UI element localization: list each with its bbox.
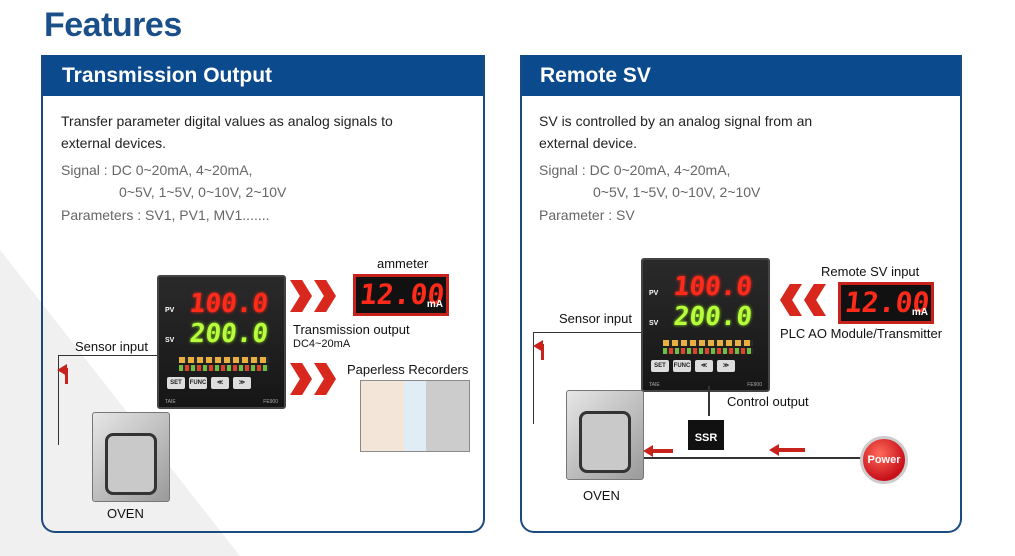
chevron-right-icon	[314, 363, 336, 395]
chevron-right-icon	[290, 363, 312, 395]
control-output-label: Control output	[727, 394, 809, 409]
ammeter-label: ammeter	[377, 256, 429, 271]
remote-sv-panel: Remote SV	[520, 55, 962, 533]
ammeter-display: 12.00 mA	[353, 274, 449, 316]
oven-label: OVEN	[583, 488, 620, 503]
sv-tag: SV	[165, 337, 175, 344]
chevron-left-icon	[804, 284, 826, 316]
remote-sv-label: Remote SV input	[821, 264, 920, 279]
indicator-leds	[179, 357, 269, 363]
remote-sv-display: 12.00 mA	[838, 282, 934, 324]
oven-window	[105, 433, 157, 495]
sensor-wire	[58, 355, 157, 356]
indicator-leds	[663, 348, 753, 354]
description-line: external device.	[539, 135, 638, 151]
description: SV is controlled by an analog signal fro…	[539, 110, 812, 154]
temperature-controller: PV SV 100.0 200.0 SET FUNC ≪ ≫ TAIE FE90…	[157, 275, 286, 409]
brand-label: TAIE	[165, 399, 176, 405]
arrow-left-icon	[643, 445, 673, 457]
parameters-text: Parameters : SV1, PV1, MV1.......	[61, 207, 270, 223]
description: Transfer parameter digital values as ana…	[61, 110, 393, 154]
sv-display: 200.0	[188, 319, 270, 349]
parameter-text: Parameter : SV	[539, 207, 635, 223]
description-line: Transfer parameter digital values as ana…	[61, 113, 393, 129]
pv-display: 100.0	[188, 289, 270, 319]
control-wire	[708, 386, 710, 416]
model-label: FE900	[263, 399, 278, 405]
ammeter-unit: mA	[426, 299, 443, 310]
chevron-left-icon	[780, 284, 802, 316]
controller-key: ≫	[233, 377, 251, 389]
chevron-right-icon	[314, 280, 336, 312]
sensor-label: Sensor input	[559, 311, 632, 326]
pv-tag: PV	[165, 307, 175, 314]
sensor-wire	[58, 355, 59, 445]
controller-keys: SET FUNC ≪ ≫	[651, 360, 735, 372]
arrow-left-icon	[769, 444, 805, 456]
oven-label: OVEN	[107, 506, 144, 521]
pv-display: 100.0	[672, 272, 754, 302]
paperless-recorder-image	[360, 380, 470, 452]
panel-heading: Remote SV	[522, 55, 960, 96]
signal-line: Signal : DC 0~20mA, 4~20mA,	[61, 162, 253, 178]
indicator-leds	[663, 340, 753, 346]
signal-line: Signal : DC 0~20mA, 4~20mA,	[539, 162, 731, 178]
remote-sv-unit: mA	[911, 307, 928, 318]
brand-label: TAIE	[649, 382, 660, 388]
sv-tag: SV	[649, 320, 659, 327]
chevron-right-icon	[290, 280, 312, 312]
controller-key: SET	[167, 377, 185, 389]
power-wire	[628, 457, 868, 459]
transmission-label: Transmission output	[293, 322, 410, 337]
flow-arrow	[533, 340, 544, 360]
description-line: external devices.	[61, 135, 167, 151]
oven-window	[579, 411, 631, 473]
transmission-output-panel: Transmission Output	[41, 55, 485, 533]
oven-image	[92, 412, 170, 502]
temperature-controller: PV SV 100.0 200.0 SET FUNC ≪ ≫ TAIE FE90…	[641, 258, 770, 392]
power-button-icon: Power	[860, 436, 908, 484]
sensor-wire	[533, 332, 641, 333]
oven-image	[566, 390, 644, 480]
signal-line: 0~5V, 1~5V, 0~10V, 2~10V	[119, 184, 287, 200]
plc-label: PLC AO Module/Transmitter	[780, 326, 943, 341]
description-line: SV is controlled by an analog signal fro…	[539, 113, 813, 129]
controller-key: ≪	[211, 377, 229, 389]
panel-heading: Transmission Output	[43, 55, 483, 96]
model-label: FE900	[747, 382, 762, 388]
signal-line: 0~5V, 1~5V, 0~10V, 2~10V	[593, 184, 761, 200]
controller-key: FUNC	[189, 377, 207, 389]
sensor-label: Sensor input	[75, 339, 148, 354]
sensor-wire	[533, 332, 534, 424]
transmission-sub: DC4~20mA	[293, 338, 351, 350]
controller-key: ≪	[695, 360, 713, 372]
controller-key: SET	[651, 360, 669, 372]
ssr-relay: SSR	[688, 420, 724, 450]
controller-key: FUNC	[673, 360, 691, 372]
sv-display: 200.0	[672, 302, 754, 332]
pv-tag: PV	[649, 290, 659, 297]
page-title: Features	[44, 6, 182, 44]
indicator-leds	[179, 365, 269, 371]
controller-key: ≫	[717, 360, 735, 372]
controller-keys: SET FUNC ≪ ≫	[167, 377, 251, 389]
flow-arrow	[57, 364, 68, 384]
recorders-label: Paperless Recorders	[347, 362, 469, 377]
